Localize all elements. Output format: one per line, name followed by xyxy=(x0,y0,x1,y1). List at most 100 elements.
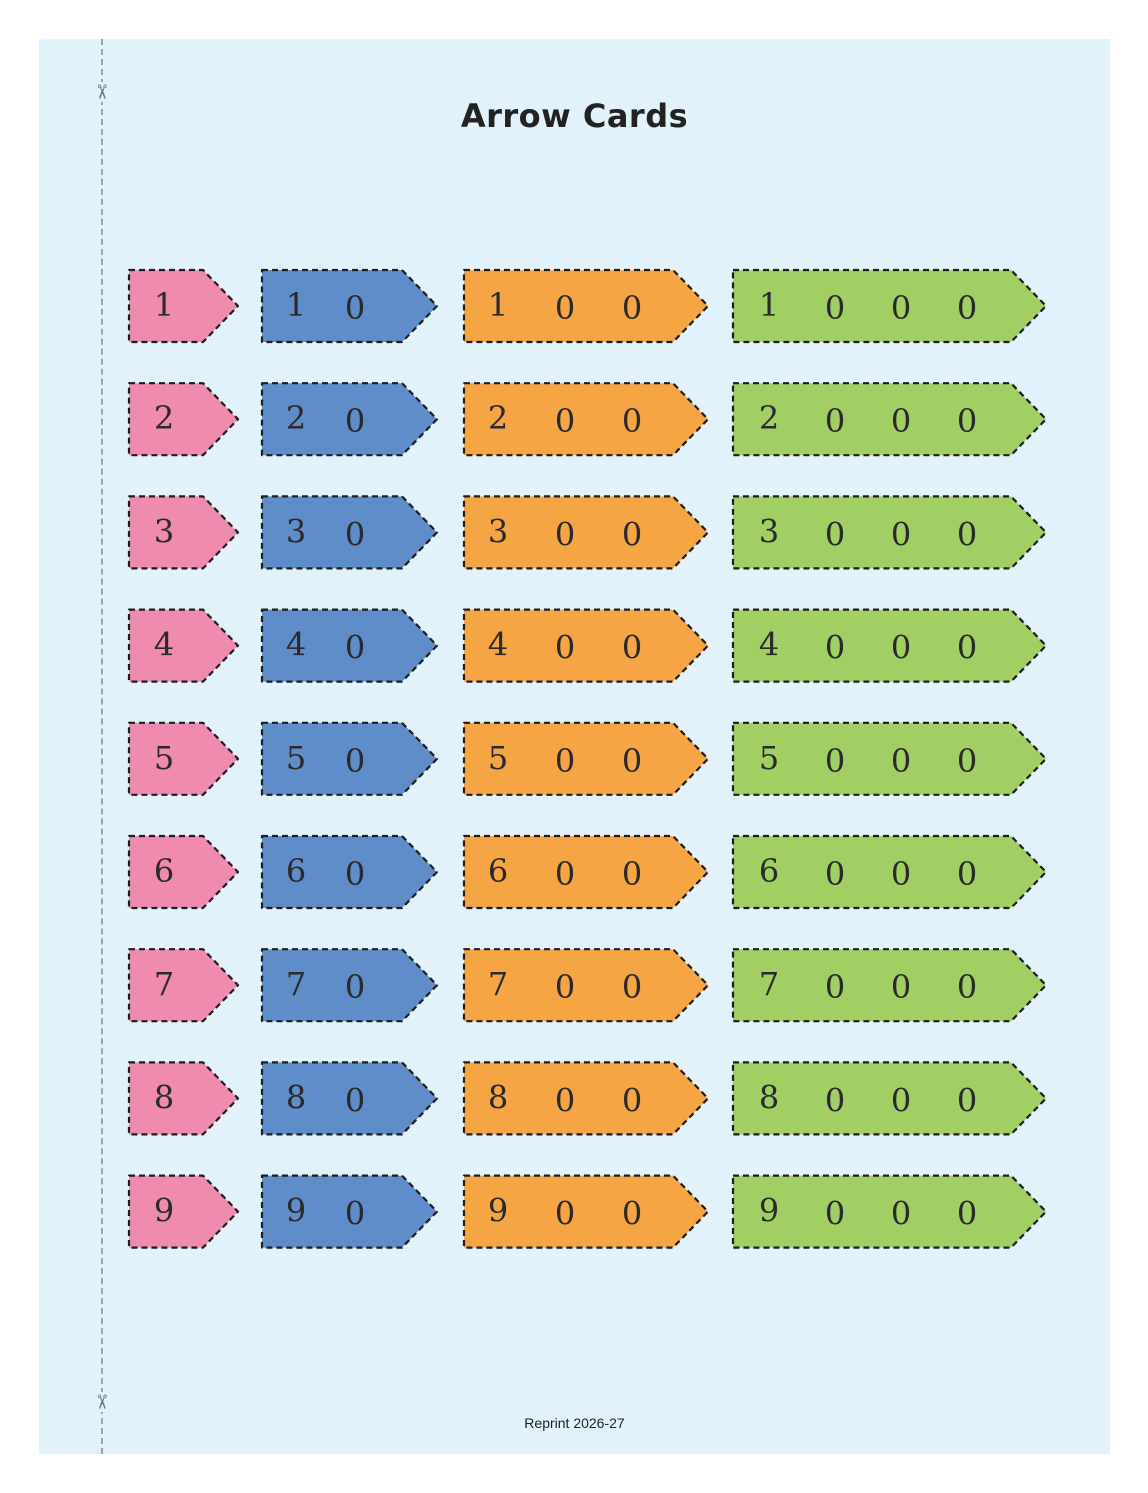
arrow-card-hundreds-700 xyxy=(462,948,710,1023)
card-digit: 3 xyxy=(154,512,174,550)
card-digit: 0 xyxy=(891,968,911,1006)
card-digit: 6 xyxy=(154,852,174,890)
card-digit: 8 xyxy=(759,1078,779,1116)
card-digit: 2 xyxy=(759,399,779,437)
arrow-card-hundreds-200 xyxy=(462,382,710,457)
card-digit: 9 xyxy=(286,1192,306,1230)
arrow-card-hundreds-400 xyxy=(462,608,710,683)
arrow-card-ones-3 xyxy=(127,495,240,570)
card-digit: 0 xyxy=(622,402,642,440)
card-digit: 0 xyxy=(891,289,911,327)
card-digit: 0 xyxy=(825,855,845,893)
arrow-card-thousands-7000 xyxy=(731,948,1048,1023)
card-digit: 3 xyxy=(286,512,306,550)
arrow-card-tens-80 xyxy=(260,1061,439,1136)
card-digit: 1 xyxy=(154,286,174,324)
arrow-card-thousands-8000 xyxy=(731,1061,1048,1136)
cut-line xyxy=(101,39,103,1454)
card-digit: 1 xyxy=(759,286,779,324)
card-digit: 0 xyxy=(891,515,911,553)
card-digit: 2 xyxy=(286,399,306,437)
card-digit: 0 xyxy=(957,629,977,667)
card-digit: 5 xyxy=(488,739,508,777)
card-digit: 1 xyxy=(488,286,508,324)
card-digit: 4 xyxy=(759,626,779,664)
card-digit: 0 xyxy=(957,289,977,327)
card-digit: 0 xyxy=(345,968,365,1006)
card-digit: 0 xyxy=(891,1195,911,1233)
card-digit: 8 xyxy=(488,1078,508,1116)
arrow-card-thousands-3000 xyxy=(731,495,1048,570)
card-digit: 0 xyxy=(825,968,845,1006)
card-digit: 0 xyxy=(345,289,365,327)
card-digit: 8 xyxy=(286,1078,306,1116)
card-digit: 0 xyxy=(555,515,575,553)
card-digit: 7 xyxy=(286,965,306,1003)
arrow-card-thousands-9000 xyxy=(731,1174,1048,1249)
card-digit: 0 xyxy=(825,1081,845,1119)
card-digit: 0 xyxy=(622,515,642,553)
card-digit: 2 xyxy=(154,399,174,437)
card-digit: 0 xyxy=(555,855,575,893)
card-digit: 0 xyxy=(891,855,911,893)
arrow-card-thousands-2000 xyxy=(731,382,1048,457)
card-digit: 7 xyxy=(488,965,508,1003)
card-digit: 0 xyxy=(891,402,911,440)
card-digit: 0 xyxy=(555,742,575,780)
arrow-card-tens-20 xyxy=(260,382,439,457)
arrow-card-tens-50 xyxy=(260,721,439,796)
card-digit: 0 xyxy=(345,1081,365,1119)
card-digit: 0 xyxy=(825,515,845,553)
arrow-card-ones-5 xyxy=(127,721,240,796)
arrow-card-tens-90 xyxy=(260,1174,439,1249)
card-digit: 7 xyxy=(759,965,779,1003)
card-digit: 0 xyxy=(555,289,575,327)
card-digit: 5 xyxy=(759,739,779,777)
arrow-card-ones-2 xyxy=(127,382,240,457)
card-digit: 9 xyxy=(488,1192,508,1230)
card-digit: 0 xyxy=(622,1081,642,1119)
card-digit: 0 xyxy=(891,629,911,667)
card-digit: 4 xyxy=(488,626,508,664)
card-digit: 6 xyxy=(286,852,306,890)
card-digit: 0 xyxy=(891,742,911,780)
card-digit: 0 xyxy=(555,1195,575,1233)
card-digit: 5 xyxy=(154,739,174,777)
arrow-card-thousands-4000 xyxy=(731,608,1048,683)
arrow-card-tens-70 xyxy=(260,948,439,1023)
card-digit: 0 xyxy=(957,855,977,893)
card-digit: 9 xyxy=(154,1192,174,1230)
card-digit: 0 xyxy=(555,1081,575,1119)
card-digit: 7 xyxy=(154,965,174,1003)
card-digit: 0 xyxy=(825,1195,845,1233)
card-digit: 0 xyxy=(555,968,575,1006)
card-digit: 0 xyxy=(345,515,365,553)
card-digit: 2 xyxy=(488,399,508,437)
card-digit: 0 xyxy=(957,742,977,780)
card-digit: 0 xyxy=(891,1081,911,1119)
card-digit: 0 xyxy=(622,289,642,327)
arrow-card-thousands-6000 xyxy=(731,834,1048,910)
card-digit: 0 xyxy=(345,402,365,440)
arrow-card-tens-30 xyxy=(260,495,439,570)
card-digit: 0 xyxy=(957,1081,977,1119)
card-digit: 0 xyxy=(622,1195,642,1233)
arrow-card-tens-60 xyxy=(260,834,439,910)
arrow-card-hundreds-100 xyxy=(462,268,710,344)
card-digit: 0 xyxy=(825,402,845,440)
card-digit: 6 xyxy=(488,852,508,890)
card-digit: 0 xyxy=(957,402,977,440)
arrow-card-hundreds-900 xyxy=(462,1174,710,1249)
card-digit: 0 xyxy=(622,742,642,780)
arrow-card-hundreds-500 xyxy=(462,721,710,796)
card-digit: 0 xyxy=(825,289,845,327)
card-digit: 0 xyxy=(555,629,575,667)
card-digit: 0 xyxy=(622,855,642,893)
card-digit: 5 xyxy=(286,739,306,777)
card-digit: 9 xyxy=(759,1192,779,1230)
arrow-card-hundreds-600 xyxy=(462,834,710,910)
arrow-card-ones-1 xyxy=(127,268,240,344)
arrow-card-thousands-5000 xyxy=(731,721,1048,796)
